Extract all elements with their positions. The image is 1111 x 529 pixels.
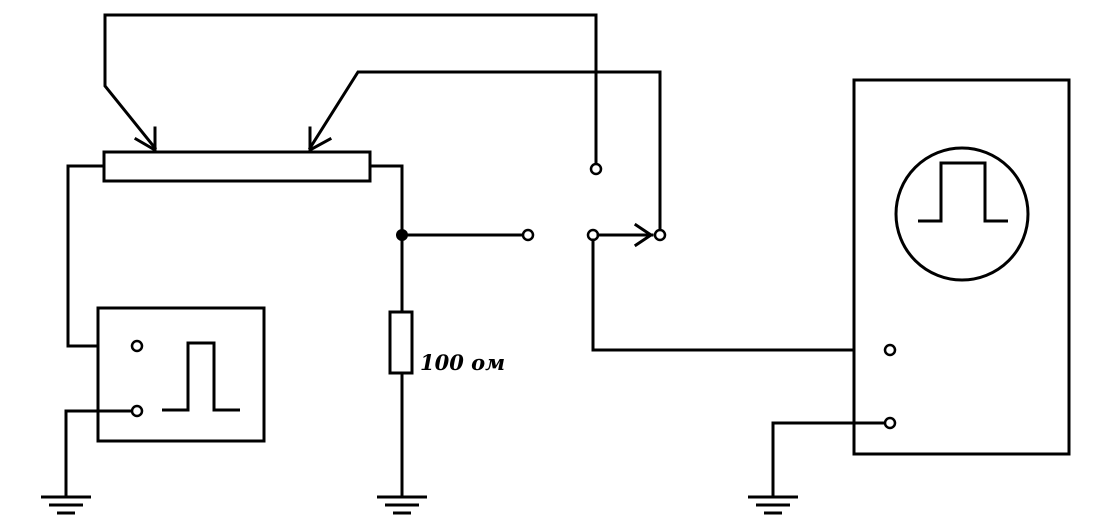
- generator-terminal-ground: [130, 404, 144, 418]
- wire-scope-to-ground: [771, 421, 885, 499]
- wire-generator-to-ground: [64, 409, 133, 499]
- wire-switch-to-scope: [591, 238, 885, 352]
- wire-pot-to-junction: [368, 164, 404, 237]
- switch-terminal-top: [589, 162, 603, 176]
- wire-second-loop: [307, 70, 662, 230]
- resistor-label: 100 ом: [420, 350, 505, 375]
- wiper-arrow-left-head: [133, 126, 157, 153]
- generator-terminal-signal: [130, 339, 144, 353]
- switch-terminal-right: [653, 228, 667, 242]
- resistor-100-ohm: [388, 310, 414, 375]
- pulse-generator: [96, 306, 266, 443]
- generator-pulse-icon: [162, 341, 240, 412]
- ground-icon-resistor: [377, 495, 427, 515]
- oscilloscope-pulse-icon: [918, 161, 1008, 223]
- ground-icon-oscilloscope: [748, 495, 798, 515]
- oscilloscope-terminal-input: [883, 343, 897, 357]
- switch-terminal-left: [521, 228, 535, 242]
- oscilloscope-screen: [894, 146, 1030, 282]
- switch-arrow-head: [633, 222, 654, 248]
- oscilloscope-terminal-ground: [883, 416, 897, 430]
- ground-icon-generator: [41, 495, 91, 515]
- wiper-arrow-right-head: [308, 126, 333, 153]
- wire-top-loop: [103, 13, 598, 164]
- junction-node: [396, 229, 408, 241]
- potentiometer-body: [102, 150, 372, 183]
